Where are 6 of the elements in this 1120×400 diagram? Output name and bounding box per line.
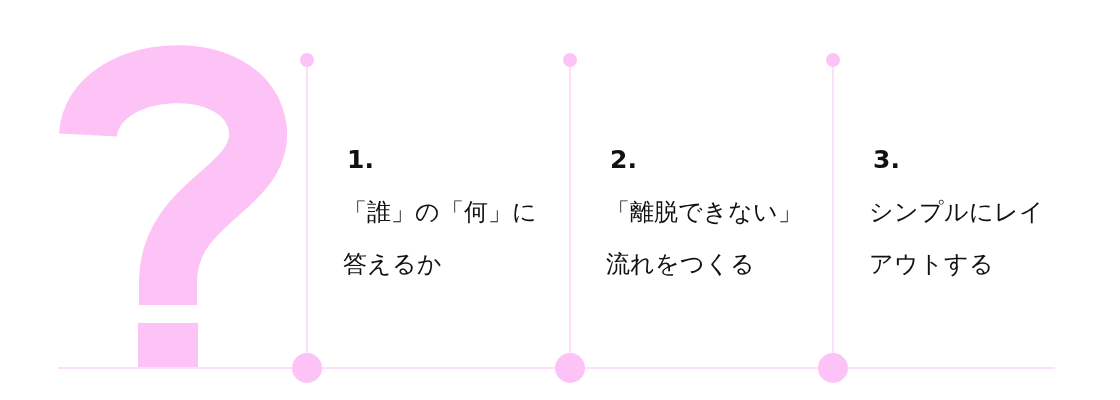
step-number: 3. <box>873 145 900 174</box>
step-number: 1. <box>347 145 374 174</box>
step-text: 「誰」の「何」に答えるか <box>343 197 538 280</box>
step-text: シンプルにレイアウトする <box>869 197 1045 280</box>
step-text: 「離脱できない」流れをつくる <box>606 197 803 280</box>
step-number: 2. <box>610 145 637 174</box>
